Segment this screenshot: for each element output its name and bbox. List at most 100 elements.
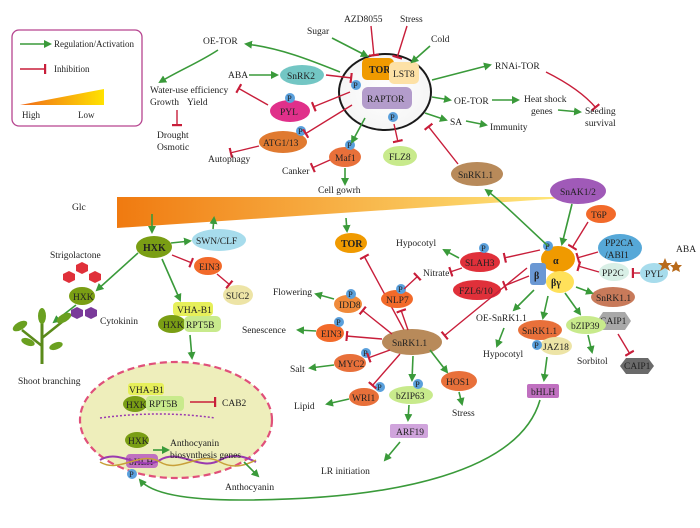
strigolactone-hex-2 bbox=[89, 271, 101, 283]
sugar-label: Sugar bbox=[307, 27, 330, 37]
maf1-node bbox=[329, 147, 361, 167]
bzip39-label: bZIP39 bbox=[571, 322, 600, 332]
pp2c-label: PP2C bbox=[602, 269, 624, 279]
p-label: P bbox=[347, 140, 352, 150]
cytokinin-label: Cytokinin bbox=[100, 317, 138, 327]
lst8-box bbox=[389, 62, 419, 84]
raptor-label: RAPTOR bbox=[367, 95, 405, 105]
p-label: P bbox=[298, 126, 303, 136]
dna-strand-upper bbox=[99, 413, 216, 419]
flz8-node bbox=[383, 146, 417, 166]
dna-helix-1 bbox=[99, 455, 257, 465]
hxk-to-swn bbox=[170, 237, 192, 246]
salt-label: Salt bbox=[290, 365, 305, 375]
idd8-label: IDD8 bbox=[339, 301, 361, 311]
sa-label: SA bbox=[450, 118, 462, 128]
glc-to-tor2 bbox=[342, 217, 351, 233]
rnai-tor-label: RNAi-TOR bbox=[495, 62, 540, 72]
strigolactone-hex-3 bbox=[63, 271, 75, 283]
snrk1-betagamma-node bbox=[546, 271, 574, 293]
tor-complex-region: TOR LST8 RAPTOR P P bbox=[338, 53, 432, 131]
myc2-label: MYC2 bbox=[338, 360, 365, 370]
pyl-inhibit-aba bbox=[235, 83, 269, 106]
p-label: P bbox=[129, 469, 134, 479]
p-jaz18 bbox=[532, 340, 542, 350]
tor-to-maf1 bbox=[351, 117, 366, 144]
suc2-node bbox=[223, 285, 253, 305]
snrk11-inhibit-tor bbox=[423, 122, 459, 165]
nlp7-label: NLP7 bbox=[386, 296, 409, 306]
alpha-label: α bbox=[553, 256, 559, 267]
p-raptor-bottom bbox=[388, 112, 398, 122]
p-label: P bbox=[336, 317, 341, 327]
p-cell-bhlh bbox=[127, 469, 137, 479]
cell-hxk-node bbox=[123, 396, 147, 412]
pp2ca-node bbox=[598, 234, 642, 262]
pyl-right-label: PYL bbox=[645, 270, 663, 280]
nitrate-label: Nitrate bbox=[423, 269, 449, 279]
cell-hxk2-label: HXK bbox=[128, 437, 149, 447]
p-ein3c bbox=[334, 317, 344, 327]
p-label: P bbox=[353, 80, 358, 90]
ein3-to-senescence bbox=[296, 326, 317, 335]
tor2-node bbox=[335, 233, 367, 253]
snrk1-alpha-node bbox=[541, 246, 575, 272]
ein3-left-node bbox=[194, 257, 222, 275]
raptor-box bbox=[362, 87, 412, 109]
p-label: P bbox=[348, 289, 353, 299]
oesnrk-label: OE-SnRK1.1 bbox=[476, 314, 527, 324]
vha-to-cell bbox=[187, 334, 196, 360]
p-wri1 bbox=[375, 382, 385, 392]
t6p-inhibit-alpha bbox=[567, 221, 589, 251]
antho-genes-to-anthocyanin bbox=[243, 461, 260, 478]
pp2ca-inhibit-alpha bbox=[575, 251, 599, 263]
jaz18-node bbox=[540, 337, 572, 355]
beta-label: β bbox=[534, 271, 539, 282]
slah3-label: SLAH3 bbox=[465, 259, 495, 269]
rpt5b-label: RPT5B bbox=[186, 321, 215, 331]
snrk11c-node bbox=[518, 320, 562, 340]
snrk-inhibit-nlp7 bbox=[396, 308, 409, 331]
hxk-to-branch-hxk bbox=[95, 252, 139, 292]
oetor-to-wue bbox=[158, 49, 219, 84]
bzip63-node bbox=[389, 386, 433, 404]
swn-node bbox=[192, 229, 246, 251]
tor-label: TOR bbox=[369, 65, 391, 76]
bzip63-label: bZIP63 bbox=[396, 392, 425, 402]
arf19-label: ARF19 bbox=[396, 428, 424, 438]
ein3-inhibit-suc2 bbox=[216, 273, 234, 289]
hypocotyl-label: Hypocotyl bbox=[396, 239, 436, 249]
drought-label: Drought bbox=[157, 131, 189, 141]
hxk-node bbox=[136, 236, 172, 258]
bhlh-right-box bbox=[527, 384, 559, 398]
rnai-inhibit-seeding bbox=[545, 71, 600, 112]
hypocotyl2-label: Hypocotyl bbox=[483, 350, 523, 360]
cell-vha-box bbox=[128, 383, 164, 395]
snrk1-to-oesnrk bbox=[512, 289, 535, 312]
cell-vha-label: VHA-B1 bbox=[129, 386, 164, 396]
snrk-to-bzip63 bbox=[408, 355, 417, 382]
cell-hxk-label: HXK bbox=[126, 401, 147, 411]
sugar-to-tor-arrow bbox=[331, 37, 369, 57]
anthocyanin-label: Anthocyanin bbox=[225, 483, 274, 493]
swn-label: SWN/CLF bbox=[196, 237, 237, 247]
snrk1-beta-node bbox=[530, 263, 546, 285]
snak-label: SnAK1/2 bbox=[560, 188, 596, 198]
legend-activation-label: Regulation/Activation bbox=[54, 39, 134, 49]
lipid-label: Lipid bbox=[294, 402, 315, 412]
snrk11-top-node bbox=[451, 162, 503, 186]
immunity-label: Immunity bbox=[490, 123, 528, 133]
tor-inhibit-atg bbox=[302, 104, 353, 139]
caip1-inhibit bbox=[617, 333, 635, 357]
maf1-to-canker bbox=[309, 159, 331, 173]
autophagy-label: Autophagy bbox=[208, 155, 250, 165]
ein3-center-node bbox=[316, 324, 344, 342]
cell-bhlh-box bbox=[126, 454, 158, 468]
idd8-node bbox=[334, 295, 362, 313]
shoot-branching-label: Shoot branching bbox=[18, 377, 81, 387]
flz8-label: FLZ8 bbox=[389, 153, 411, 163]
sa-to-immunity bbox=[465, 119, 488, 128]
glc-label: Glc bbox=[72, 203, 86, 213]
nlp7-node bbox=[381, 290, 413, 308]
slah3-node bbox=[460, 252, 500, 272]
